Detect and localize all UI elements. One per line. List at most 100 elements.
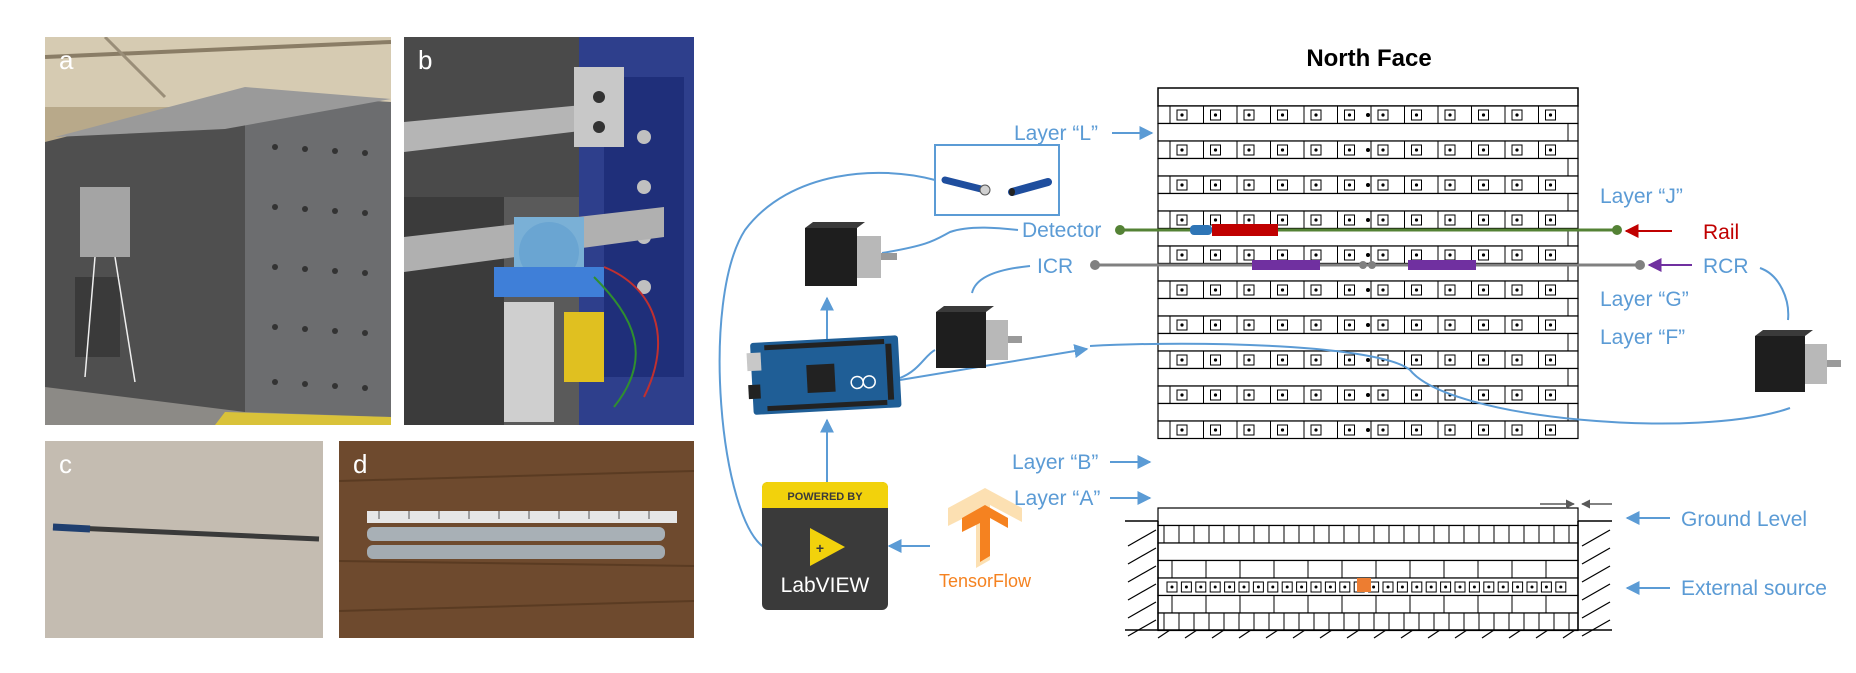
connector-labview-to-inset	[718, 171, 936, 549]
stack-hole-dot	[1247, 253, 1251, 257]
stack-hole-dot	[1381, 393, 1385, 397]
stack-hole-dot	[1314, 113, 1318, 117]
stack-hole-dot	[1213, 428, 1218, 432]
stack-hole-dot	[1515, 113, 1519, 117]
stack-hole-dot	[1314, 148, 1318, 152]
underground-hole-dot	[1530, 585, 1534, 589]
panel-label-b: b	[418, 45, 433, 75]
panel-label-c: c	[59, 449, 72, 479]
stack-hole-dot	[1280, 358, 1285, 362]
stack-hole-dot	[1247, 183, 1251, 187]
stack-hole-dot	[1414, 393, 1419, 397]
stack-hole-dot	[1414, 428, 1419, 432]
ground-hatching	[1125, 520, 1612, 631]
stack-hole-dot	[1347, 428, 1352, 432]
stack-hole-dot	[1280, 148, 1285, 152]
underground-hole-dot	[1516, 585, 1520, 589]
underground-hole-dot	[1415, 585, 1419, 589]
stack-hole-dot	[1280, 393, 1285, 397]
connector-stack-to-motor3	[1089, 342, 1791, 425]
stack-hole-dot	[1481, 183, 1486, 187]
center-dot	[1366, 113, 1370, 117]
underground-hole-dot	[1184, 585, 1188, 589]
center-dot	[1366, 428, 1370, 432]
hatch-line	[1157, 629, 1171, 639]
underground-hole-dot	[1458, 585, 1462, 589]
underground-hole-dot	[1228, 585, 1232, 589]
stack-hole-dot	[1515, 358, 1519, 362]
labview-name: LabVIEW	[781, 574, 870, 597]
stack-hole-dot	[1213, 113, 1218, 117]
svg-text:+: +	[816, 540, 824, 556]
stack-hole-dot	[1280, 428, 1285, 432]
stack-hole-dot	[1180, 183, 1184, 187]
hatch-line	[1481, 629, 1495, 639]
hatch-line	[1400, 629, 1414, 639]
underground-hole-dot	[1328, 585, 1332, 589]
underground-hole-dot	[1386, 585, 1390, 589]
detector-red-section	[1212, 224, 1278, 236]
stack-hole-dot	[1314, 393, 1318, 397]
source-rod-left	[1252, 260, 1320, 270]
underground-layer	[1157, 559, 1579, 579]
source-rail-mid-2	[1368, 261, 1376, 269]
tensorflow-logo: TensorFlow	[939, 488, 1032, 591]
stack-hole-dot	[1481, 253, 1486, 257]
stepper-motor-icon-3	[1755, 330, 1841, 392]
hatch-line	[1265, 629, 1279, 639]
detector-tube-marker	[1190, 225, 1212, 235]
stepper-motor-icon-1	[805, 222, 897, 286]
stack-hole-dot	[1180, 428, 1184, 432]
stack-hole-dot	[1381, 323, 1385, 327]
stack-hole-dot	[1515, 323, 1519, 327]
stack-hole-dot	[1381, 148, 1385, 152]
stack-hole-dot	[1213, 253, 1218, 257]
stack-hole-dot	[1515, 148, 1519, 152]
label-layer-l: Layer “L”	[1014, 122, 1098, 145]
stack-hole-dot	[1180, 288, 1184, 292]
label-rcr: RCR	[1703, 255, 1749, 278]
rail-end-right	[1612, 225, 1622, 235]
labview-logo: POWERED BY + LabVIEW	[762, 482, 888, 610]
stack-hole-dot	[1314, 358, 1318, 362]
stack-hole-dot	[1314, 253, 1318, 257]
label-layer-j: Layer “J”	[1600, 185, 1683, 208]
diagram-title: North Face	[1306, 45, 1431, 72]
stack-hole-dot	[1213, 393, 1218, 397]
connector-arduino-to-motor2	[899, 349, 936, 379]
stack-hole-dot	[1548, 183, 1553, 187]
underground-hole-dot	[1501, 585, 1505, 589]
stack-hole-dot	[1247, 148, 1251, 152]
stack-hole-dot	[1381, 218, 1385, 222]
stack-layer	[1157, 402, 1579, 422]
underground-hole-dot	[1199, 585, 1203, 589]
stack-hole-dot	[1448, 253, 1452, 257]
underground-hole-dot	[1170, 585, 1174, 589]
external-source-marker	[1357, 578, 1371, 592]
underground-hole-dot	[1544, 585, 1548, 589]
stack-hole-dot	[1180, 358, 1184, 362]
center-dot	[1366, 253, 1370, 257]
stack-hole-dot	[1448, 113, 1452, 117]
connector-rcr-to-motor3	[1759, 267, 1790, 321]
underground-layer	[1157, 542, 1579, 562]
underground-layer	[1157, 507, 1579, 527]
stack-hole-dot	[1180, 393, 1184, 397]
stack-hole-dot	[1213, 148, 1218, 152]
center-dot	[1366, 393, 1370, 397]
stack-hole-dot	[1414, 288, 1419, 292]
stack-hole-dot	[1481, 393, 1486, 397]
stack-hole-dot	[1213, 323, 1218, 327]
arduino-board-icon	[746, 335, 902, 415]
panel-label-d: d	[353, 449, 368, 479]
panel-label-a: a	[59, 45, 74, 75]
stack-hole-dot	[1247, 113, 1251, 117]
underground-hole-dot	[1242, 585, 1246, 589]
hatch-line	[1581, 565, 1611, 583]
hatch-line	[1184, 629, 1198, 639]
center-dot	[1366, 288, 1370, 292]
stack-hole-dot	[1180, 148, 1184, 152]
label-layer-a: Layer “A”	[1014, 487, 1100, 510]
underground-hole-dot	[1559, 585, 1563, 589]
hatch-line	[1508, 629, 1522, 639]
